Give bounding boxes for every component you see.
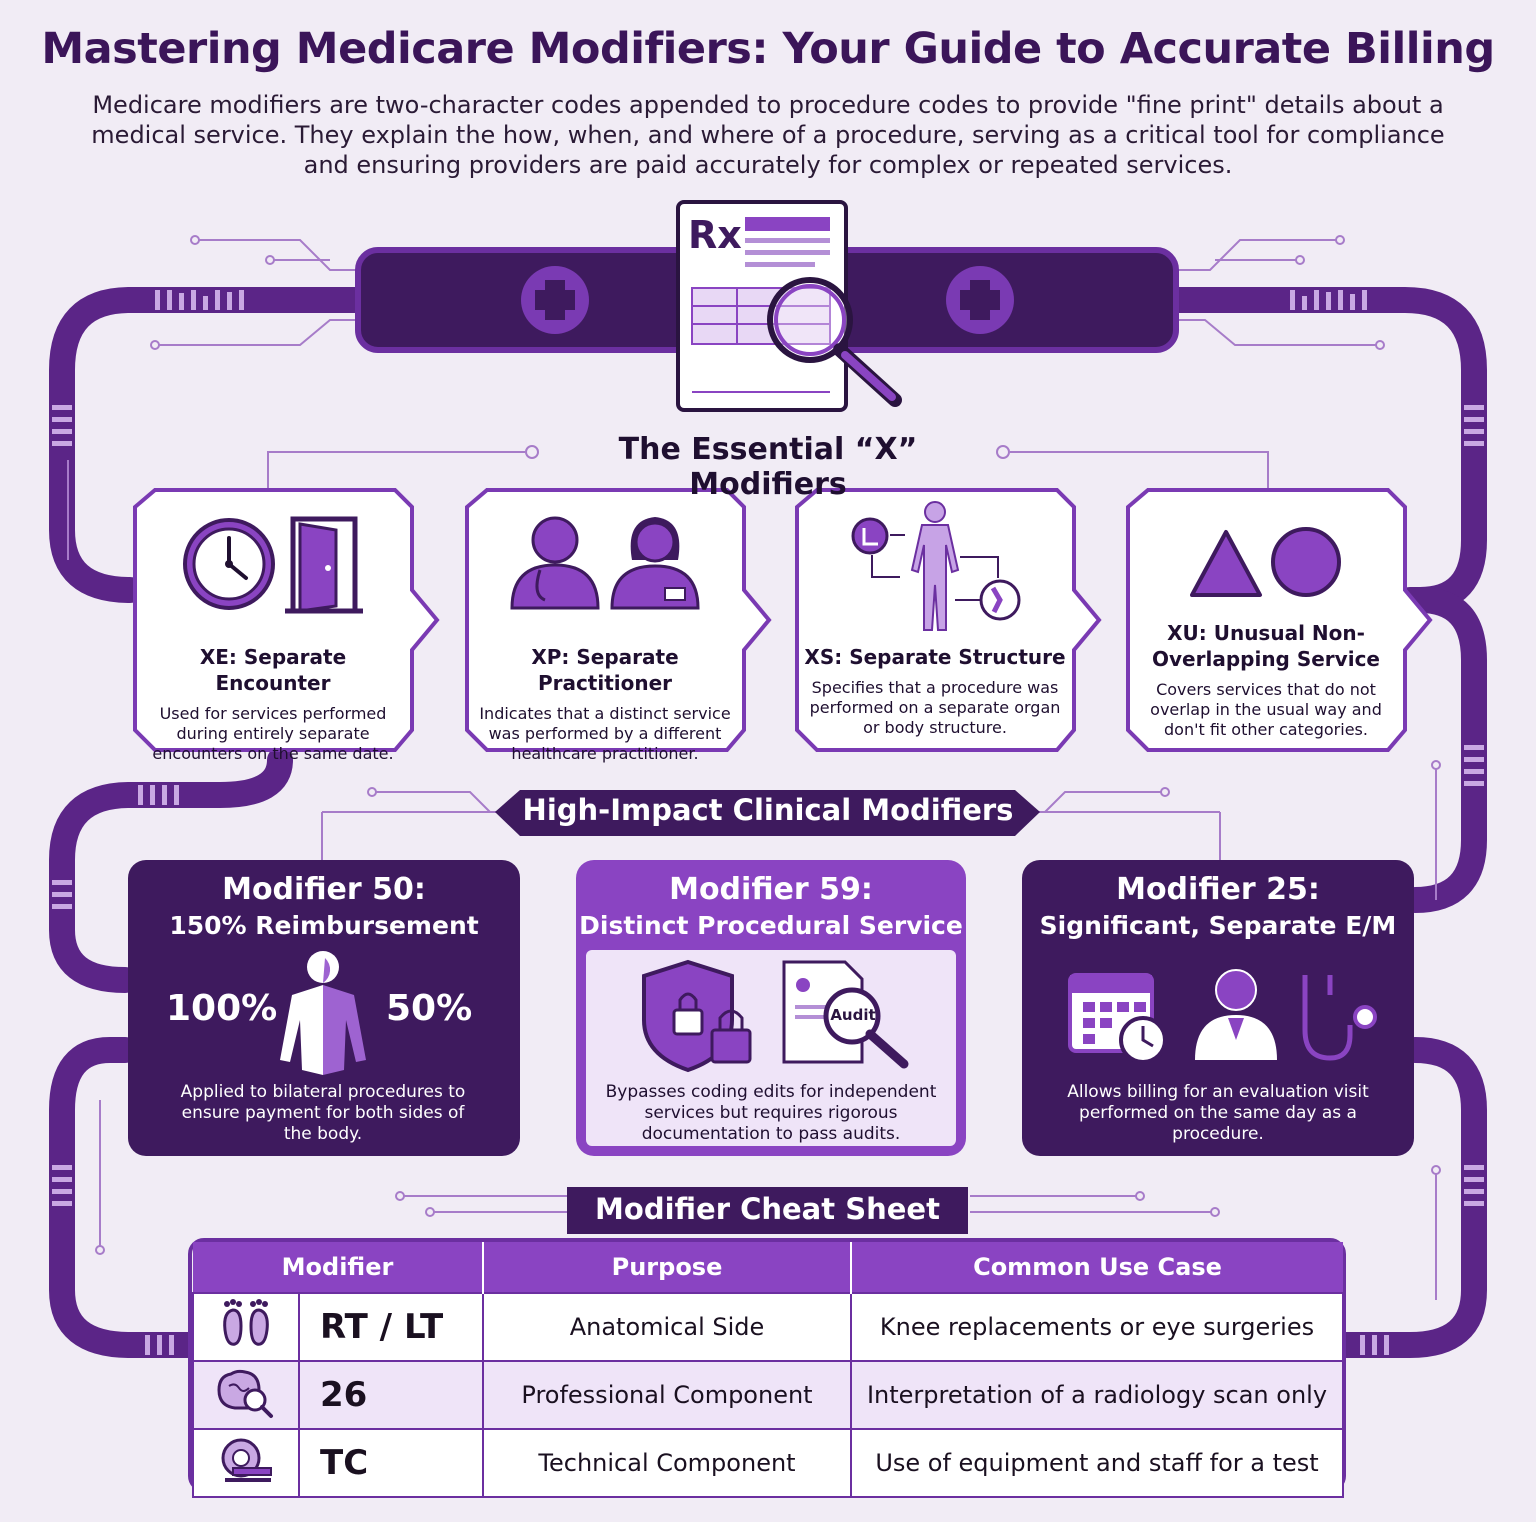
header-modifier: Modifier xyxy=(193,1242,484,1293)
cheat-sheet-title: Modifier Cheat Sheet xyxy=(595,1192,940,1226)
row-use-case: Interpretation of a radiology scan only xyxy=(850,1360,1344,1430)
page-title: Mastering Medicare Modifiers: Your Guide… xyxy=(41,24,1495,74)
clinical-title-banner xyxy=(495,790,1040,836)
xu-card-desc: Covers services that do not overlap in t… xyxy=(1150,680,1382,739)
body-structure-icon xyxy=(851,501,1021,631)
cheat-title-banner xyxy=(567,1187,968,1234)
xe-card: XE: Separate Encounter Used for services… xyxy=(140,644,406,764)
plus-icon xyxy=(946,266,1014,334)
table-row: 26 Professional Component Interpretation… xyxy=(192,1360,1344,1430)
xp-card-desc: Indicates that a distinct service was pe… xyxy=(479,704,731,763)
bilateral-body-icon xyxy=(280,951,366,1075)
doctor-icon xyxy=(1195,969,1277,1060)
xu-card-title: XU: Unusual Non-Overlapping Service xyxy=(1152,621,1380,671)
modifier-50-heading: Modifier 50: 150% Reimbursement xyxy=(128,872,520,944)
clinical-title: High-Impact Clinical Modifiers xyxy=(522,793,1014,827)
rx-label: Rx xyxy=(688,213,742,257)
row-use-case: Use of equipment and staff for a test xyxy=(850,1428,1344,1498)
row-use-case: Knee replacements or eye surgeries xyxy=(850,1292,1344,1362)
triangle-icon xyxy=(1190,530,1262,597)
row-code: RT / LT xyxy=(298,1292,484,1362)
modifier-25-heading: Modifier 25: Significant, Separate E/M xyxy=(1022,872,1414,944)
circle-icon xyxy=(1271,527,1341,597)
modifier-50-title: Modifier 50: xyxy=(222,872,426,907)
modifier-50-desc: Applied to bilateral procedures to ensur… xyxy=(180,1082,466,1144)
xs-card-title: XS: Separate Structure xyxy=(804,645,1066,669)
row-code: 26 xyxy=(298,1360,484,1430)
door-icon xyxy=(285,516,363,614)
modifier-50-subtitle: 150% Reimbursement xyxy=(169,911,479,940)
modifier-25-subtitle: Significant, Separate E/M xyxy=(1039,911,1397,940)
modifier-50-right-pct: 50% xyxy=(386,988,473,1029)
clock-icon xyxy=(183,518,275,610)
modifier-59-desc: Bypasses coding edits for independent se… xyxy=(605,1082,937,1144)
modifier-25-title: Modifier 25: xyxy=(1116,872,1320,907)
female-doctor-icon xyxy=(610,517,700,610)
row-code: TC xyxy=(298,1428,484,1498)
modifier-59-subtitle: Distinct Procedural Service xyxy=(579,911,963,940)
plus-icon xyxy=(521,266,589,334)
header-purpose: Purpose xyxy=(483,1242,852,1293)
feet-icon xyxy=(192,1292,300,1362)
mri-machine-icon xyxy=(192,1428,300,1498)
table-row: RT / LT Anatomical Side Knee replacement… xyxy=(192,1292,1344,1362)
row-purpose: Anatomical Side xyxy=(482,1292,852,1362)
stethoscope-icon xyxy=(1302,975,1377,1061)
male-doctor-icon xyxy=(510,516,600,610)
brain-scan-icon xyxy=(192,1360,300,1430)
modifier-25-card-bg xyxy=(1022,860,1414,1156)
xp-card: XP: Separate Practitioner Indicates that… xyxy=(472,644,738,764)
shield-lock-icon xyxy=(642,959,752,1073)
xe-card-desc: Used for services performed during entir… xyxy=(152,704,394,763)
cheat-sheet-table: Modifier Purpose Common Use Case RT / LT… xyxy=(192,1242,1344,1498)
modifier-59-title: Modifier 59: xyxy=(669,872,873,907)
xu-card: XU: Unusual Non-Overlapping Service Cove… xyxy=(1140,620,1392,740)
cheat-header-row: Modifier Purpose Common Use Case xyxy=(193,1242,1343,1293)
audit-label: Audit xyxy=(830,1006,876,1024)
calendar-icon xyxy=(1068,973,1167,1064)
modifier-50-left-pct: 100% xyxy=(166,988,278,1029)
modifier-59-heading: Modifier 59: Distinct Procedural Service xyxy=(576,872,966,944)
intro-paragraph: Medicare modifiers are two-character cod… xyxy=(91,91,1445,179)
x-modifiers-title: The Essential “X” Modifiers xyxy=(618,432,918,502)
xe-card-title: XE: Separate Encounter xyxy=(199,645,347,695)
table-row: TC Technical Component Use of equipment … xyxy=(192,1428,1344,1498)
modifier-25-desc: Allows billing for an evaluation visit p… xyxy=(1067,1082,1369,1144)
circuit-nodes xyxy=(95,235,1441,1255)
row-purpose: Professional Component xyxy=(482,1360,852,1430)
pipe-ribs xyxy=(52,290,1484,1355)
header-use-case: Common Use Case xyxy=(851,1242,1343,1293)
circuit-traces xyxy=(67,239,1437,1300)
xs-card: XS: Separate Structure Specifies that a … xyxy=(802,644,1068,738)
row-purpose: Technical Component xyxy=(482,1428,852,1498)
xp-card-title: XP: Separate Practitioner xyxy=(531,645,679,695)
prescription-document-icon xyxy=(676,200,902,412)
audit-document-icon xyxy=(782,960,909,1069)
xs-card-desc: Specifies that a procedure was performed… xyxy=(809,678,1061,737)
